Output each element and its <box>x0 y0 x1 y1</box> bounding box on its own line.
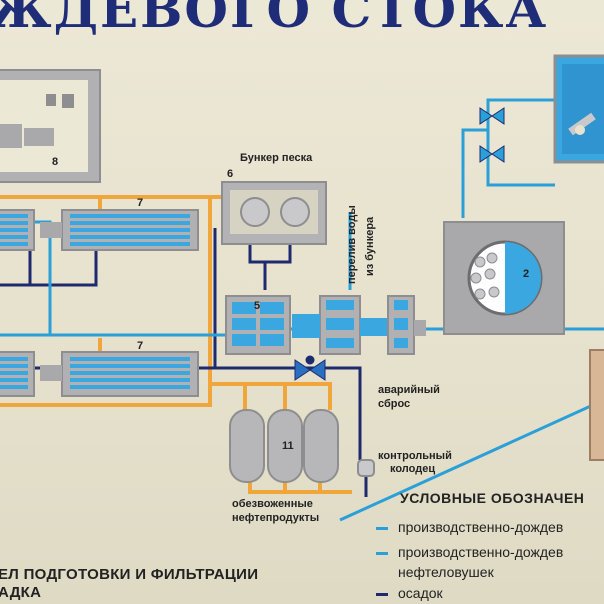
label-control-well-line1: контрольный <box>378 450 452 462</box>
number-11: 11 <box>282 440 294 452</box>
legend-item-2-cont: нефтеловушек <box>398 564 494 580</box>
oil-pipe-loop <box>0 195 212 407</box>
diagram-title: ЖДЕВОГО СТОКА <box>0 0 549 39</box>
unit-7-top <box>40 209 199 251</box>
unit-2 <box>443 221 565 335</box>
legend-heading: УСЛОВНЫЕ ОБОЗНАЧЕН <box>400 490 585 506</box>
legend-item-1: производственно-дождев <box>398 519 564 535</box>
legend-item-2: производственно-дождев <box>398 544 564 560</box>
legend-swatches <box>376 527 388 596</box>
control-well <box>357 459 375 477</box>
bottom-text-line1: ЕЛ ПОДГОТОВКИ И ФИЛЬТРАЦИИ <box>0 566 259 583</box>
water-pipe-diagonal <box>339 398 604 522</box>
unit-7-bottom <box>40 351 199 397</box>
sludge-to-control-well <box>215 366 362 460</box>
number-5: 5 <box>254 300 261 312</box>
label-sand-bunker: Бункер песка <box>240 152 313 164</box>
unit-top-right <box>553 54 604 164</box>
tanks-11 <box>229 409 339 483</box>
number-6: 6 <box>227 168 234 180</box>
oil-pipes <box>0 195 352 494</box>
valves-right <box>479 107 505 163</box>
number-7-top: 7 <box>137 197 144 209</box>
unit-8 <box>0 69 101 183</box>
unit-left-top <box>0 209 35 251</box>
bottom-text-line2: АДКА <box>0 584 42 601</box>
unit-left-bottom <box>0 351 35 397</box>
unit-right-edge <box>589 349 604 461</box>
label-overflow-line2: из бункера <box>364 216 376 276</box>
label-control-well-line2: колодец <box>390 463 436 475</box>
label-dewatered-line2: нефтепродукты <box>232 512 320 524</box>
number-2: 2 <box>523 268 530 280</box>
unit-5 <box>225 295 291 355</box>
label-emergency-line1: аварийный <box>378 384 440 396</box>
label-emergency-line2: сброс <box>378 398 411 410</box>
number-7-bottom: 7 <box>137 340 144 352</box>
unit-separator <box>292 295 426 355</box>
sand-bunker-6 <box>221 181 327 245</box>
oil-pipe-to-tanks <box>210 382 332 395</box>
label-dewatered-line1: обезвоженные <box>232 498 313 510</box>
valve-emergency <box>294 355 326 381</box>
number-8: 8 <box>52 156 59 168</box>
legend-item-3: осадок <box>398 585 443 601</box>
label-overflow-line1: перелив воды <box>346 205 358 284</box>
